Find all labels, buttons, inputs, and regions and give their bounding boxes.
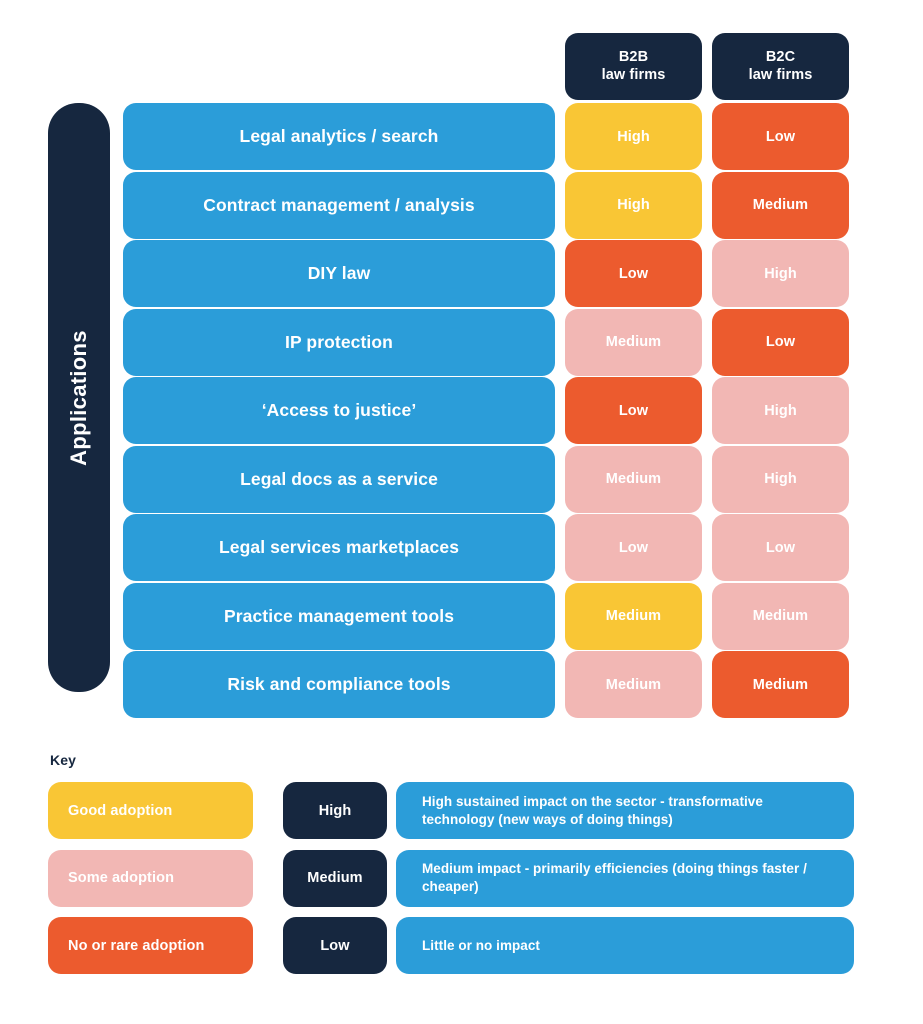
column-header-b2b-line2: law firms [601, 66, 666, 83]
impact-level-description: Little or no impact [396, 917, 854, 974]
application-label: Contract management / analysis [123, 171, 555, 239]
cell-b2b: Medium [565, 308, 702, 376]
adoption-legend-swatch: No or rare adoption [48, 917, 253, 974]
column-header-b2c-line2: law firms [748, 66, 813, 83]
cell-b2c: High [712, 445, 849, 513]
application-label: DIY law [123, 240, 555, 307]
cell-b2b: Medium [565, 582, 702, 650]
application-label: Practice management tools [123, 582, 555, 650]
cell-b2b: Medium [565, 445, 702, 513]
cell-b2b: Low [565, 240, 702, 307]
application-label: ‘Access to justice’ [123, 377, 555, 444]
cell-b2c: Low [712, 514, 849, 581]
impact-level-tag: High [283, 782, 387, 839]
application-label: Legal services marketplaces [123, 514, 555, 581]
adoption-impact-matrix: B2B law firms B2C law firms Applications… [0, 33, 923, 718]
adoption-legend-swatch: Good adoption [48, 782, 253, 839]
cell-b2c: Medium [712, 582, 849, 650]
column-header-b2b: B2B law firms [565, 33, 702, 100]
impact-level-description: High sustained impact on the sector - tr… [396, 782, 854, 839]
impact-level-tag: Medium [283, 849, 387, 907]
cell-b2c: Medium [712, 651, 849, 718]
application-label: Legal analytics / search [123, 103, 555, 170]
column-header-b2c: B2C law firms [712, 33, 849, 100]
cell-b2b: High [565, 171, 702, 239]
cell-b2c: High [712, 377, 849, 444]
cell-b2c: Low [712, 103, 849, 170]
impact-level-tag: Low [283, 917, 387, 974]
applications-axis-label: Applications [48, 103, 110, 692]
application-label: Risk and compliance tools [123, 651, 555, 718]
application-label: IP protection [123, 308, 555, 376]
application-label: Legal docs as a service [123, 445, 555, 513]
cell-b2c: Low [712, 308, 849, 376]
column-header-b2c-line1: B2C [765, 49, 796, 66]
impact-level-description: Medium impact - primarily efficiencies (… [396, 849, 854, 907]
cell-b2c: Medium [712, 171, 849, 239]
key-title: Key [50, 752, 76, 768]
cell-b2b: High [565, 103, 702, 170]
cell-b2b: Low [565, 514, 702, 581]
cell-b2b: Low [565, 377, 702, 444]
cell-b2c: High [712, 240, 849, 307]
column-header-b2b-line1: B2B [618, 49, 649, 66]
cell-b2b: Medium [565, 651, 702, 718]
adoption-legend-swatch: Some adoption [48, 849, 253, 907]
